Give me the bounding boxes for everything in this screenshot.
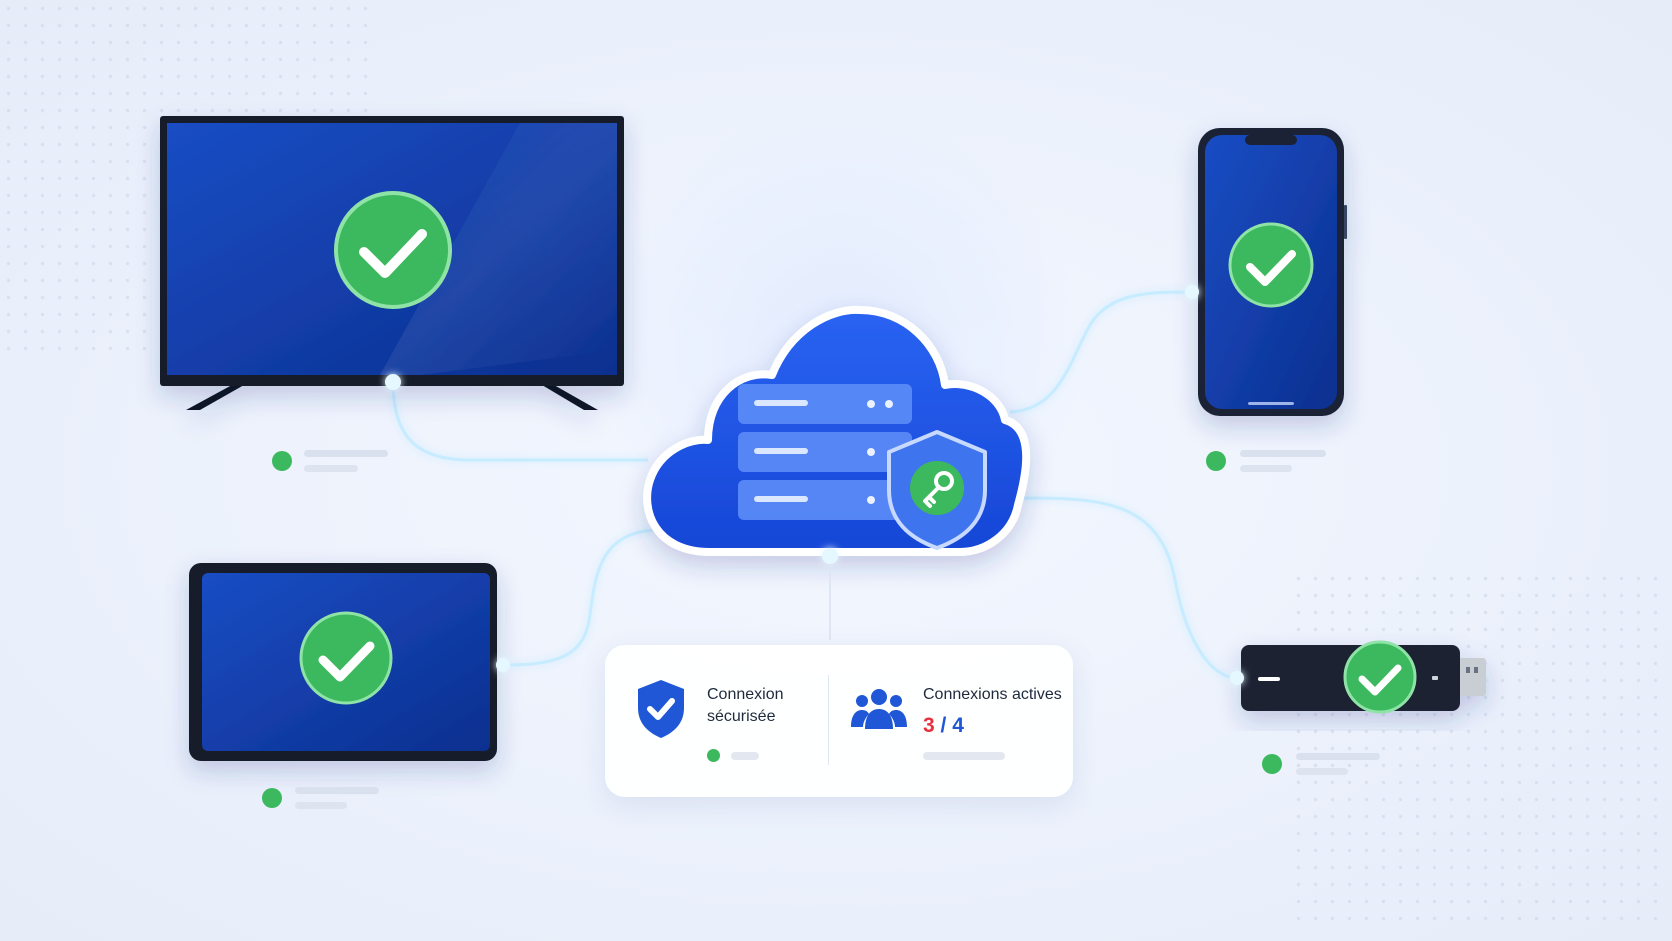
secure-status-dot	[707, 749, 720, 762]
secure-placeholder-bar	[731, 752, 759, 760]
shield-check-icon	[638, 680, 684, 738]
tv-screen-shine	[380, 123, 617, 375]
phone-port-node	[1185, 285, 1199, 299]
usb-led	[1258, 677, 1280, 681]
line-tablet	[504, 528, 661, 667]
check-circle-icon	[1228, 222, 1314, 308]
line-tv	[391, 381, 648, 462]
active-connections-label: Connexions actives	[923, 686, 1062, 703]
active-count-separator: /	[934, 714, 953, 737]
card-divider	[828, 675, 829, 765]
connection-status-card: Connexion sécurisée Connexions actives 3…	[605, 645, 1073, 797]
check-circle-icon	[299, 611, 393, 705]
dot-pattern-right	[1290, 570, 1670, 930]
server-rack-icon	[738, 384, 912, 520]
phone-button	[1344, 205, 1347, 239]
phone-notch	[1245, 135, 1297, 145]
tablet-port-node	[496, 658, 510, 672]
active-count-total: 4	[952, 714, 964, 737]
secure-label-line1: Connexion	[707, 686, 784, 703]
check-circle-icon	[1343, 640, 1417, 714]
active-connections-count: 3 / 4	[923, 714, 964, 738]
line-usb	[1021, 496, 1238, 680]
hub-port-node	[822, 548, 838, 564]
line-phone	[1009, 290, 1193, 414]
connection-lines	[391, 290, 1238, 680]
tv-stand-right	[542, 385, 598, 410]
shield-key-icon	[887, 430, 987, 550]
tv-port-node	[385, 374, 401, 390]
phone-home-bar	[1248, 402, 1294, 405]
usb-connector	[1458, 658, 1486, 696]
usb-port-node	[1230, 671, 1244, 685]
tv-stand-left	[186, 385, 244, 410]
check-circle-icon	[334, 191, 452, 309]
active-count-current: 3	[923, 714, 935, 737]
active-placeholder-bar	[923, 752, 1005, 760]
users-icon	[851, 689, 907, 729]
device-status-placeholders	[262, 450, 1380, 809]
secure-label-line2: sécurisée	[707, 708, 776, 725]
